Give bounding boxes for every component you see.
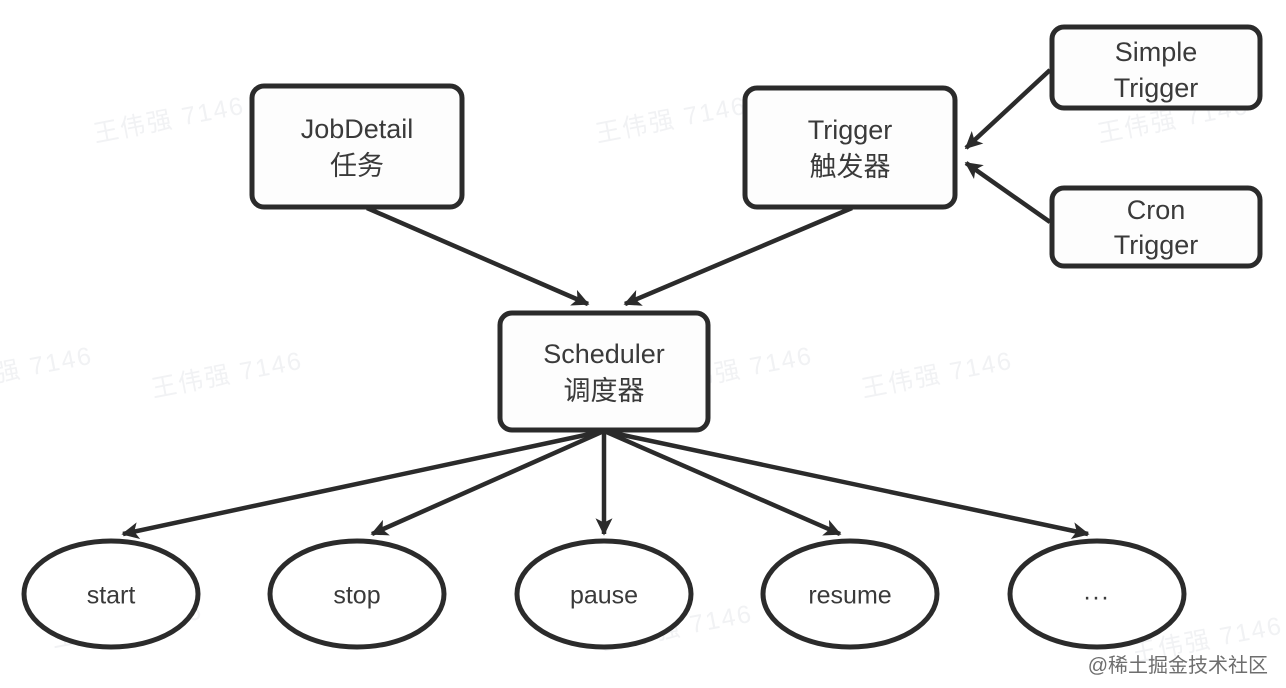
node-trigger-label-cn: 触发器 [810,152,891,182]
node-simple-trigger-label-line1: Simple [1115,37,1198,67]
edge-scheduler-to-stop [370,428,605,537]
edge-simple-trigger-to-trigger [964,68,1052,150]
edge-scheduler-to-start [121,428,605,540]
node-stop[interactable]: stop [267,538,447,650]
node-simple-trigger-shape[interactable] [1049,24,1263,111]
node-scheduler[interactable]: Scheduler 调度器 [497,310,711,433]
edge-scheduler-to-more [603,428,1090,540]
node-cron-trigger-shape[interactable] [1049,185,1263,269]
node-resume[interactable]: resume [760,538,940,650]
edge-cron-trigger-to-trigger [964,161,1052,224]
node-jobdetail[interactable]: JobDetail 任务 [249,83,465,210]
edge-scheduler-to-resume [603,428,842,537]
node-cron-trigger[interactable]: Cron Trigger [1049,185,1263,269]
node-trigger-shape[interactable] [742,85,958,210]
node-jobdetail-shape[interactable] [249,83,465,210]
node-start-shape[interactable] [21,538,201,650]
watermark-credit: @稀土掘金技术社区 [1087,655,1268,677]
node-simple-trigger[interactable]: Simple Trigger [1049,24,1263,111]
node-start[interactable]: start [21,538,201,650]
node-simple-trigger-label-line2: Trigger [1114,73,1199,103]
node-stop-shape[interactable] [267,538,447,650]
node-jobdetail-label-en: JobDetail [301,114,414,144]
node-more-shape[interactable] [1007,538,1187,650]
node-more[interactable]: ... [1007,538,1187,650]
node-trigger-label-en: Trigger [808,115,893,145]
node-trigger[interactable]: Trigger 触发器 [742,85,958,210]
edge-jobdetail-to-scheduler [366,205,590,307]
node-pause[interactable]: pause [514,538,694,650]
node-jobdetail-label-cn: 任务 [330,151,384,181]
node-scheduler-label-en: Scheduler [543,339,665,369]
node-stop-label: stop [333,582,380,610]
node-start-label: start [87,582,136,610]
edge-trigger-to-scheduler [623,205,853,307]
node-pause-label: pause [570,582,638,610]
node-scheduler-label-cn: 调度器 [564,376,645,406]
node-more-label: ... [1084,578,1111,606]
node-pause-shape[interactable] [514,538,694,650]
node-cron-trigger-label-line2: Trigger [1114,230,1199,260]
node-resume-label: resume [808,582,891,610]
node-resume-shape[interactable] [760,538,940,650]
node-cron-trigger-label-line1: Cron [1127,195,1186,225]
node-scheduler-shape[interactable] [497,310,711,433]
